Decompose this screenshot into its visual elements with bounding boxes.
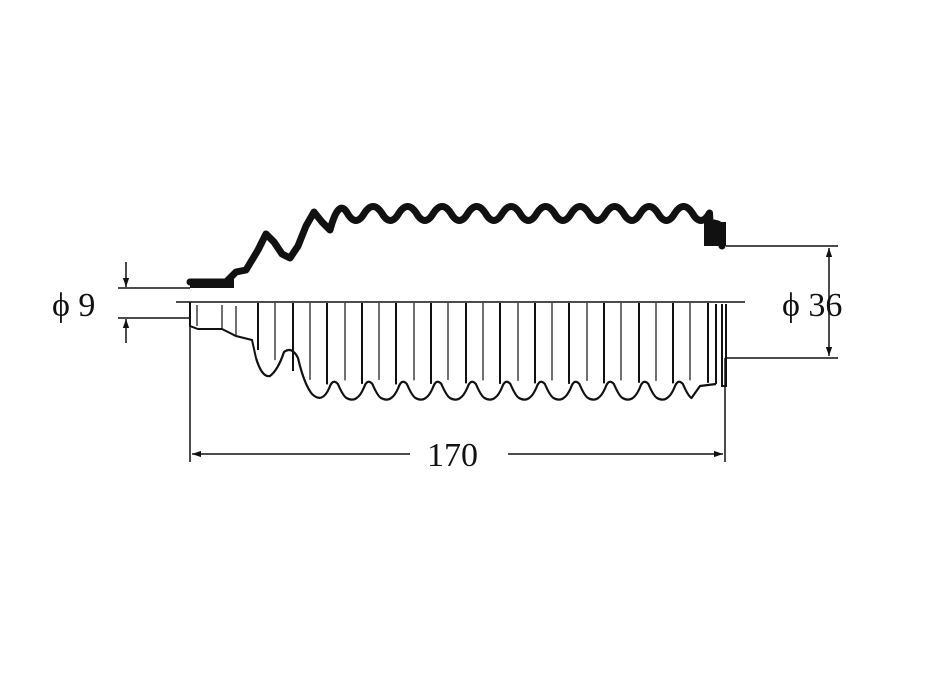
bellows-bottom-section bbox=[189, 302, 727, 401]
small-cuff-inner bbox=[196, 305, 237, 335]
large-cuff-outline bbox=[715, 304, 727, 387]
large-diameter-dimension: ϕ 36 bbox=[726, 245, 842, 359]
rib-lines bbox=[257, 303, 709, 385]
large-cuff-block bbox=[704, 222, 726, 246]
length-label: 170 bbox=[427, 437, 478, 474]
small-diameter-label: ϕ 9 bbox=[52, 287, 95, 324]
large-diameter-label: ϕ 36 bbox=[782, 287, 842, 324]
bellows-top-profile bbox=[186, 203, 726, 286]
small-diameter-dimension: ϕ 9 bbox=[52, 262, 190, 343]
bellows-bottom-profile bbox=[254, 348, 717, 401]
length-dimension: 170 bbox=[189, 302, 726, 474]
small-cuff-outline bbox=[189, 302, 257, 359]
small-cuff-block bbox=[190, 279, 234, 288]
